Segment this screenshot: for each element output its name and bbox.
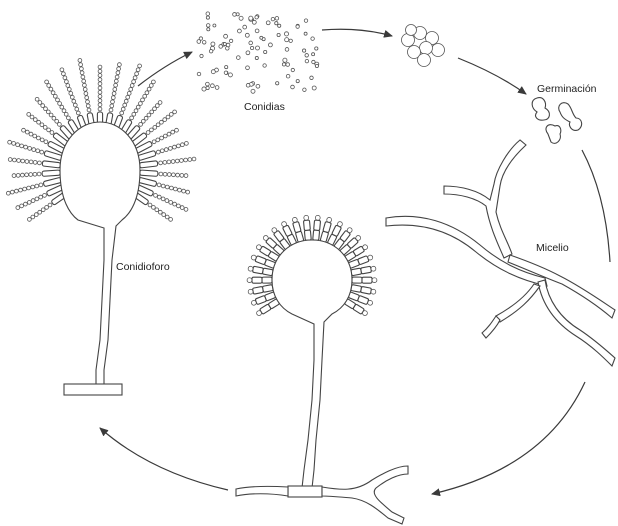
label-conidias: Conidias bbox=[244, 101, 285, 113]
arrow-conidia-to-cluster bbox=[322, 29, 392, 36]
conidiophore-stalk bbox=[60, 122, 140, 385]
young-conidiophore-icon bbox=[236, 215, 408, 524]
young-conidiophore-hypha-left bbox=[236, 486, 288, 496]
young-conidiophore-foot-cell bbox=[288, 486, 322, 497]
arrow-vesicle-to-conidiophore bbox=[100, 428, 228, 490]
conidiophore-foot-cell bbox=[64, 384, 122, 395]
conidiophore-icon bbox=[6, 59, 196, 396]
young-conidiophore-hypha-right bbox=[322, 466, 408, 524]
conidia-scatter bbox=[197, 12, 319, 93]
label-germinacion: Germinación bbox=[537, 83, 597, 95]
arrow-germination-to-mycelium bbox=[582, 150, 610, 262]
young-conidiophore-body bbox=[272, 240, 352, 488]
arrow-conidiophore-to-conidia bbox=[138, 52, 192, 86]
germinating-spore-icon bbox=[532, 98, 582, 144]
label-conidioforo: Conidioforo bbox=[116, 261, 170, 273]
mycelium-icon bbox=[386, 140, 615, 366]
label-micelio: Micelio bbox=[536, 242, 569, 254]
conidia-cluster-icon bbox=[402, 25, 445, 67]
arrow-mycelium-to-vesicle bbox=[432, 382, 585, 494]
arrow-cluster-to-germination bbox=[458, 58, 526, 94]
